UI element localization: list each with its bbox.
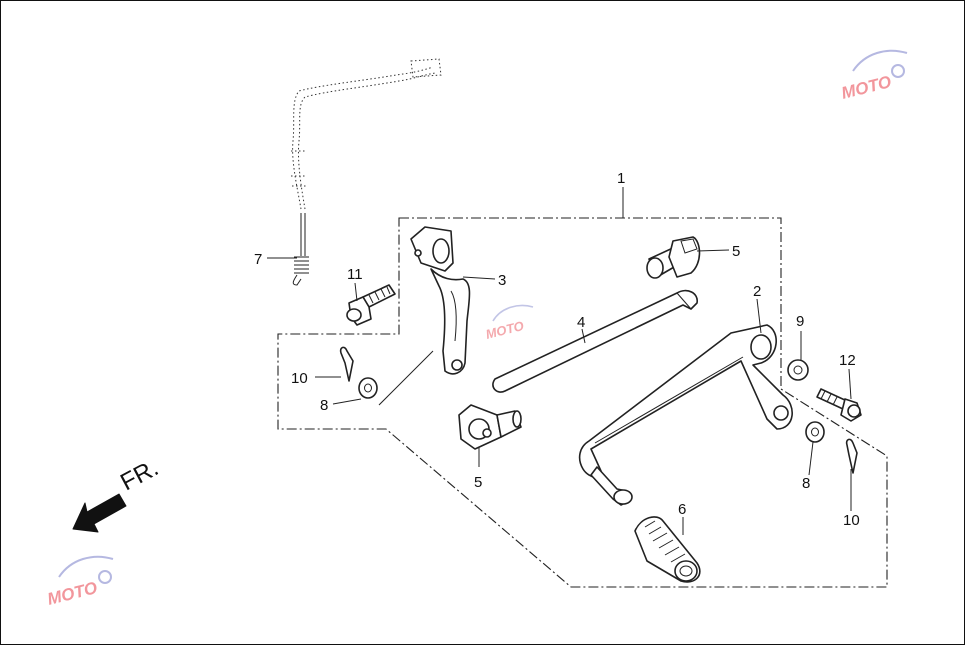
part-9-washer [787, 359, 809, 381]
part-12-bolt [816, 388, 862, 422]
wire-harness [291, 58, 442, 210]
part-5-rod-end-upper [646, 236, 701, 279]
part-11-bolt [346, 284, 396, 326]
part-6-footrest-rubber [634, 516, 701, 583]
watermark-text-bottom-left: MOTO [45, 578, 99, 609]
part-2-gearshift-pedal [578, 324, 793, 506]
front-arrow-icon [72, 493, 127, 533]
callout-12: 12 [839, 352, 856, 369]
callout-4: 4 [577, 314, 585, 331]
watermark-text-top-right: MOTO [839, 72, 893, 103]
part-5-rod-end-lower [458, 404, 522, 450]
front-direction-label: FR. [116, 454, 163, 496]
part-10-cotter-pin-right [845, 438, 858, 474]
watermark-logo-top-right: MOTO [839, 49, 908, 103]
assembly-boundary [277, 217, 888, 588]
watermark-text-center: MOTO [484, 318, 525, 342]
part-7-spring [292, 213, 309, 286]
front-direction-indicator: FR. [72, 454, 163, 533]
part-3-shift-arm [410, 226, 471, 375]
part-8-washer-right [805, 421, 825, 443]
watermark-logo-bottom-left: MOTO [45, 555, 114, 609]
part-8-washer-left [358, 377, 378, 399]
leader-lines [267, 187, 852, 535]
callout-1: 1 [617, 170, 625, 187]
callout-5-upper: 5 [732, 243, 740, 260]
part-10-cotter-pin-left [339, 346, 354, 382]
callout-8-left: 8 [320, 397, 328, 414]
callout-10-right: 10 [843, 512, 860, 529]
callout-6: 6 [678, 501, 686, 518]
part-4-shift-rod [492, 289, 698, 393]
callout-10-left: 10 [291, 370, 308, 387]
watermark-logo-center: MOTO [484, 304, 534, 342]
callout-9: 9 [796, 313, 804, 330]
callout-2: 2 [753, 283, 761, 300]
assembly-link-line [378, 350, 434, 406]
callout-5-lower: 5 [474, 474, 482, 491]
callout-3: 3 [498, 272, 506, 289]
callout-11: 11 [347, 266, 363, 283]
callout-8-right: 8 [802, 475, 810, 492]
callout-7: 7 [254, 251, 262, 268]
